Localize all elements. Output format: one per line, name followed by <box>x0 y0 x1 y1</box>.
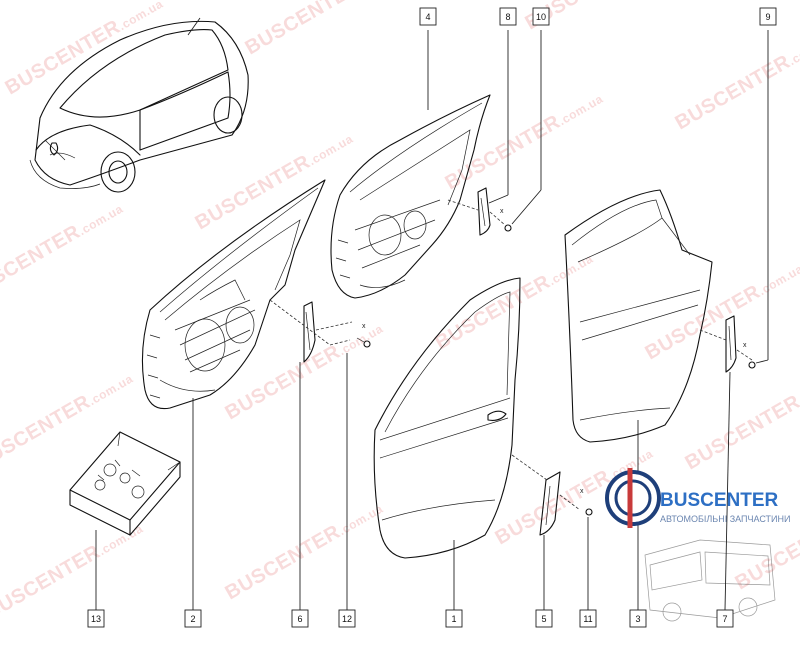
callout-box <box>579 609 597 628</box>
watermark-brand: BUSCENTER <box>0 221 84 305</box>
callout-number: 4 <box>425 12 430 22</box>
watermark-text: BUSCENTER.com.ua <box>432 246 597 354</box>
watermark-brand: BUSCENTER <box>672 51 795 135</box>
watermark-brand: BUSCENTER <box>432 271 555 355</box>
callout-5: 5 <box>535 609 553 628</box>
callout-number: 9 <box>765 12 770 22</box>
watermark-domain: .com.ua <box>116 0 165 33</box>
callout-number: 6 <box>297 614 302 624</box>
watermark-domain: .com.ua <box>76 202 125 239</box>
callout-box <box>759 7 777 26</box>
callout-3: 3 <box>629 609 647 628</box>
watermark-text: BUSCENTER.com.ua <box>192 126 357 234</box>
screw-10: x <box>500 30 542 232</box>
callout-number: 5 <box>541 614 546 624</box>
rear-door-outer-panel <box>564 189 713 610</box>
rear-door-inner-panel <box>330 30 491 299</box>
callout-box <box>291 609 309 628</box>
callout-number: 11 <box>583 614 592 624</box>
callout-12: 12 <box>338 609 356 628</box>
watermark-domain: .com.ua <box>86 372 135 409</box>
callout-1: 1 <box>445 609 463 628</box>
callout-10: 10 <box>532 7 550 26</box>
callout-box <box>445 609 463 628</box>
vehicle-overview-illustration <box>29 17 249 193</box>
watermark-text: BUSCENTER.com.ua <box>672 26 800 134</box>
callout-9: 9 <box>759 7 777 26</box>
fastener-kit-box <box>69 431 181 610</box>
callout-number: 2 <box>190 614 195 624</box>
callout-number: 13 <box>91 614 101 624</box>
watermark-text: BUSCENTER.com.ua <box>0 366 136 474</box>
callout-number: 10 <box>536 12 546 22</box>
watermark-brand: BUSCENTER <box>492 466 615 550</box>
screw-9: x <box>743 30 769 369</box>
watermark-brand: BUSCENTER <box>0 391 94 475</box>
screw-11: x <box>580 488 593 610</box>
watermark-brand: BUSCENTER <box>222 341 345 425</box>
watermark-brand: BUSCENTER <box>682 391 800 475</box>
callout-number: 1 <box>451 614 456 624</box>
dashed-fitting-lines-rear <box>447 199 506 226</box>
svg-text:x: x <box>362 323 366 330</box>
watermark-text: BUSCENTER.com.ua <box>0 196 126 304</box>
watermark-text: BUSCENTER.com.ua <box>682 366 800 474</box>
callout-number: 3 <box>635 614 640 624</box>
watermark-text: BUSCENTER.com.ua <box>2 0 167 99</box>
dashed-fitting-lines-front <box>269 299 353 346</box>
watermark-brand: BUSCENTER <box>442 111 565 195</box>
front-door-trim-6 <box>299 301 316 610</box>
watermark-domain: .com.ua <box>546 252 595 289</box>
watermark-domain: .com.ua <box>756 262 800 299</box>
callout-box <box>87 609 105 628</box>
svg-text:x: x <box>580 488 584 495</box>
watermark-brand: BUSCENTER <box>222 521 345 605</box>
callout-box <box>535 609 553 628</box>
watermark-domain: .com.ua <box>96 522 145 559</box>
front-door-outer-panel <box>373 277 521 610</box>
callout-2: 2 <box>184 609 202 628</box>
callout-number: 12 <box>342 614 352 624</box>
callout-box <box>419 7 437 26</box>
callout-box <box>338 609 356 628</box>
callout-box <box>629 609 647 628</box>
watermark-brand: BUSCENTER <box>2 16 125 100</box>
screw-12: x <box>346 323 371 610</box>
callout-number: 7 <box>722 614 727 624</box>
watermark-brand: BUSCENTER <box>192 151 315 235</box>
van-sketch <box>644 539 776 622</box>
watermark-text: BUSCENTER.com.ua <box>642 256 800 364</box>
watermark-domain: .com.ua <box>306 132 355 169</box>
watermark-text: BUSCENTER.com.ua <box>222 496 387 604</box>
watermark-domain: .com.ua <box>556 92 605 129</box>
buscenter-logo: BUSCENTER АВТОМОБІЛЬНІ ЗАПЧАСТИНИ <box>605 468 790 528</box>
callout-box <box>184 609 202 628</box>
logo-tagline: АВТОМОБІЛЬНІ ЗАПЧАСТИНИ <box>660 514 790 524</box>
front-door-inner-panel <box>141 179 326 610</box>
watermark-brand: BUSCENTER <box>242 0 365 59</box>
svg-text:x: x <box>500 208 504 215</box>
front-door-trim-5 <box>511 454 581 610</box>
callout-13: 13 <box>87 609 105 628</box>
rear-door-trim-7 <box>699 315 753 611</box>
watermark-text: BUSCENTER.com.ua <box>242 0 407 59</box>
callout-box <box>532 7 550 26</box>
callout-box <box>716 609 734 628</box>
callout-number: 8 <box>505 12 510 22</box>
watermark-layer: BUSCENTER.com.uaBUSCENTER.com.uaBUSCENTE… <box>0 0 800 624</box>
logo-name: BUSCENTER <box>660 490 779 511</box>
svg-text:x: x <box>743 342 747 349</box>
callout-11: 11 <box>579 609 597 628</box>
callout-6: 6 <box>291 609 309 628</box>
rear-door-trim-8 <box>477 30 509 236</box>
callout-7: 7 <box>716 609 734 628</box>
callout-4: 4 <box>419 7 437 26</box>
callout-8: 8 <box>499 7 517 26</box>
callout-box <box>499 7 517 26</box>
